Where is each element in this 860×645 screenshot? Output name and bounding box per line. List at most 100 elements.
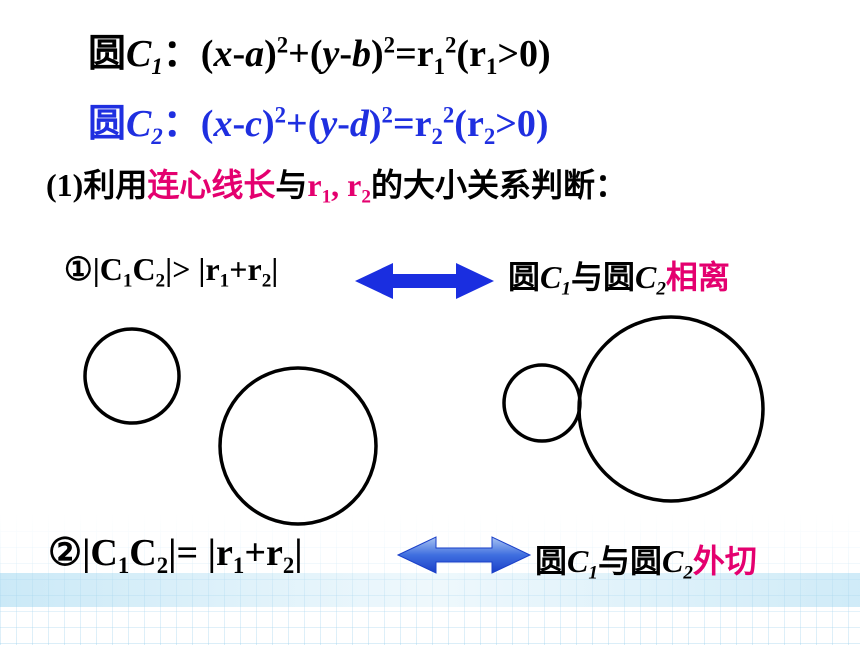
c2-exp2: 2 [381, 102, 393, 128]
c1-minus-b: - [339, 33, 353, 75]
case2-r2-sub: 2 [282, 552, 295, 578]
circle-tangent-small [502, 363, 582, 443]
c2-paren: ( [200, 103, 214, 145]
circle2-name: C [126, 103, 152, 145]
case2-res-c2: C [661, 543, 684, 579]
case1-res-prefix: 圆 [508, 258, 541, 296]
circle1-equation: 圆C1：(x-a)2+(y-b)2=r12(r1>0) [88, 22, 551, 79]
case1-condition: ①|C1C2|> |r1+r2| [64, 250, 279, 291]
method-text-c: 的大小关系判断： [370, 166, 627, 204]
case1-end: | [271, 251, 279, 287]
c2-exp1: 2 [274, 102, 287, 128]
case1-rel: |> |r [165, 251, 220, 287]
case1-res-c2-sub: 2 [656, 278, 666, 300]
method-r2-sub: 2 [361, 186, 371, 208]
case1-res-mid: 与圆 [570, 258, 635, 296]
c2-r-sub: 2 [431, 123, 443, 149]
c1-r-exp: 2 [445, 32, 457, 58]
case1-r1-sub: 1 [219, 270, 230, 292]
case1-res-c1: C [540, 259, 562, 295]
case2-label: ②|C [48, 532, 118, 574]
circle1-sub: 1 [151, 53, 163, 79]
c2-x: x [213, 103, 233, 145]
c2-eq-r: =r [392, 103, 432, 145]
circle2-prefix: 圆 [88, 101, 127, 145]
c2-paren-close: ) [261, 103, 275, 145]
circle-tangent-large [577, 315, 765, 503]
circle2-equation: 圆C2：(x-c)2+(y-d)2=r22(r2>0) [88, 92, 549, 149]
circle2-colon: ： [162, 101, 201, 145]
c2-r-exp: 2 [442, 102, 455, 128]
case1-res-c1-sub: 1 [561, 278, 571, 300]
c2-c: c [245, 103, 262, 145]
case2-res-mid: 与圆 [597, 542, 662, 580]
method-r1-sub: 1 [321, 186, 332, 208]
method-statement: (1)利用连心线长与r1, r2的大小关系判断： [46, 160, 627, 208]
decorative-band [0, 573, 860, 607]
case1-plus: +r [229, 251, 262, 287]
case1-c1-sub: 1 [122, 270, 133, 292]
c1-paren: ( [200, 33, 214, 75]
case2-condition: ②|C1C2|= |r1+r2| [48, 530, 303, 578]
method-r2: r [347, 167, 362, 203]
double-arrow-icon [355, 263, 494, 299]
case1-c2: C [132, 251, 156, 287]
c1-cond-open: (r [456, 33, 486, 75]
case2-result: 圆C1与圆C2外切 [535, 536, 757, 584]
case1-r2-sub: 2 [261, 270, 272, 292]
method-highlight: 连心线长 [147, 166, 276, 204]
c1-r-sub: 1 [433, 53, 446, 79]
c2-cond-open: (r [454, 103, 484, 145]
method-text-a: 利用 [83, 166, 148, 204]
circle1-colon: ： [162, 31, 201, 75]
case1-res-word: 相离 [665, 258, 730, 296]
case1-label: ①|C [64, 251, 123, 287]
c2-minus-a: - [232, 103, 246, 145]
case2-res-word: 外切 [692, 542, 757, 580]
c1-plus: +( [288, 33, 323, 75]
c1-cond-close: >0) [497, 33, 551, 75]
case2-res-c1: C [567, 543, 589, 579]
c1-minus-a: - [232, 33, 246, 75]
c1-eq-r: =r [395, 33, 434, 75]
case2-c2: C [129, 532, 157, 574]
double-arrow-icon [396, 536, 532, 574]
c2-plus: +( [286, 103, 321, 145]
c2-cond-close: >0) [495, 103, 549, 145]
decorative-grid [0, 515, 860, 645]
c1-exp1: 2 [276, 32, 289, 58]
circle2-sub: 2 [151, 123, 163, 149]
circle-c1-small [83, 327, 181, 425]
case2-c1-sub: 1 [117, 552, 130, 578]
case2-r1-sub: 1 [232, 552, 245, 578]
c2-cond-sub: 2 [483, 123, 496, 149]
case2-end: | [294, 532, 303, 574]
case1-c2-sub: 2 [155, 270, 166, 292]
case2-res-c1-sub: 1 [588, 562, 598, 584]
case1-res-c2: C [634, 259, 657, 295]
c1-paren-close: ) [264, 33, 277, 75]
method-r1: r [307, 167, 322, 203]
c1-cond-sub: 1 [485, 53, 498, 79]
c1-y: y [322, 33, 340, 75]
case1-result: 圆C1与圆C2相离 [508, 252, 730, 300]
circle1-prefix: 圆 [88, 31, 127, 75]
case2-res-prefix: 圆 [535, 542, 568, 580]
circle1-name: C [126, 33, 152, 75]
c1-close: ) [371, 33, 384, 75]
c1-b: b [352, 33, 372, 75]
case2-plus: +r [244, 532, 283, 574]
c1-exp2: 2 [383, 32, 396, 58]
c1-x: x [213, 33, 233, 75]
case2-rel: |= |r [168, 532, 233, 574]
method-sep: , [331, 167, 348, 203]
c2-d: d [349, 103, 369, 145]
c1-a: a [245, 33, 265, 75]
c2-minus-b: - [337, 103, 350, 145]
case2-res-c2-sub: 2 [683, 562, 693, 584]
circle-c2-large [218, 366, 378, 526]
c2-close: ) [368, 103, 382, 145]
method-text-b: 与 [275, 166, 308, 204]
c2-y: y [320, 103, 338, 145]
